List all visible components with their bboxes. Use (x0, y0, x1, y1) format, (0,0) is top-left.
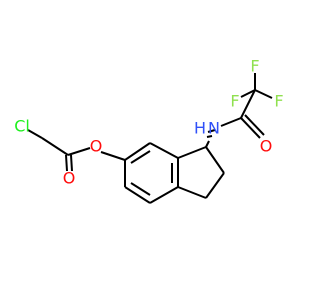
ring-bond-4 (149, 186, 179, 204)
bond-carbonyl-cf3 (240, 89, 256, 119)
five-ring-bond-2 (205, 146, 225, 174)
bond-lines (27, 73, 273, 204)
ring-bond-1 (124, 142, 151, 161)
ring-double-inner-1 (130, 150, 151, 164)
bond-cl-ch2 (27, 129, 43, 139)
five-ring-bond-4 (177, 186, 207, 199)
bond-cf3-f-right (254, 89, 273, 99)
atom-fluorine-right: F (274, 92, 283, 111)
atom-nitrogen: N (208, 119, 220, 138)
atom-oxygen-ester-carbonyl: O (63, 169, 76, 188)
bond-ch2-carbonyl (41, 137, 69, 156)
bond-o-aromatic (100, 151, 126, 161)
bond-amide-carbonyl-c-o-a (240, 117, 261, 139)
atom-hydrogen-on-nitrogen: H (194, 119, 206, 138)
ring-double-inner-3 (130, 182, 151, 196)
bond-amide-carbonyl-c-o-b (244, 114, 265, 136)
atom-fluorine-left: F (230, 92, 239, 111)
atom-oxygen-ester-link: O (90, 137, 103, 156)
chemical-structure-diagram: Cl O O H N O F F F (14, 57, 284, 204)
bond-cf3-f-left (240, 89, 256, 98)
atom-oxygen-amide-carbonyl: O (260, 137, 273, 156)
hashed-wedge-segment-3 (207, 129, 216, 133)
bond-ester-c-o-double-b (70, 154, 73, 172)
atom-chlorine: Cl (14, 117, 30, 136)
atom-fluorine-top: F (250, 57, 259, 76)
ring-bond-2 (149, 142, 179, 159)
bond-ester-c-o-double-a (65, 154, 68, 172)
hashed-wedge-segment-2 (206, 135, 213, 138)
hashed-wedge-segment-1 (205, 140, 210, 148)
five-ring-bond-1 (177, 146, 207, 159)
atom-labels: Cl O O H N O F F F (14, 57, 283, 188)
ring-bond-5 (124, 186, 151, 204)
bond-ester-carbonyl-c-o (67, 147, 91, 156)
bond-n-carbonyl (220, 117, 242, 127)
five-ring-bond-3 (205, 172, 225, 199)
